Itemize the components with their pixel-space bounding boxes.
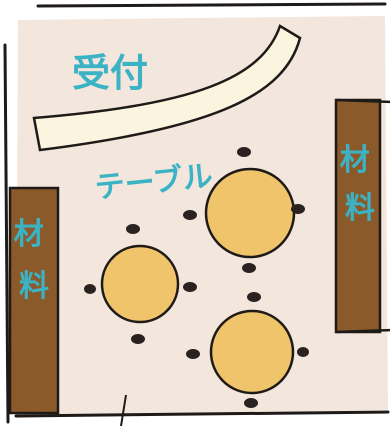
material-label-left: 材 料 — [14, 217, 54, 304]
material-right-line2: 料 — [345, 191, 375, 226]
room-wall — [3, 2, 390, 424]
chair — [186, 349, 200, 359]
chair — [291, 204, 305, 214]
chair — [237, 147, 251, 157]
material-right-line1: 材 — [340, 143, 370, 178]
material-shelf-right — [334, 98, 382, 334]
entrance-line — [120, 394, 127, 426]
table — [100, 244, 180, 324]
chair — [247, 292, 261, 302]
chair — [183, 210, 197, 220]
material-left-line2: 料 — [19, 269, 49, 304]
chair — [242, 263, 256, 273]
material-left-line1: 材 — [14, 217, 44, 252]
material-label-right: 材 料 — [340, 143, 380, 226]
chair — [183, 282, 197, 292]
chair — [84, 284, 96, 294]
chair — [297, 347, 309, 357]
chairs — [84, 147, 309, 408]
chair — [131, 334, 145, 344]
table — [204, 167, 296, 259]
chair — [244, 398, 258, 408]
reception-label: 受付 — [72, 51, 148, 95]
material-shelf-left — [8, 186, 60, 415]
table — [209, 309, 295, 395]
chair — [126, 224, 140, 234]
reception-counter — [32, 24, 302, 152]
